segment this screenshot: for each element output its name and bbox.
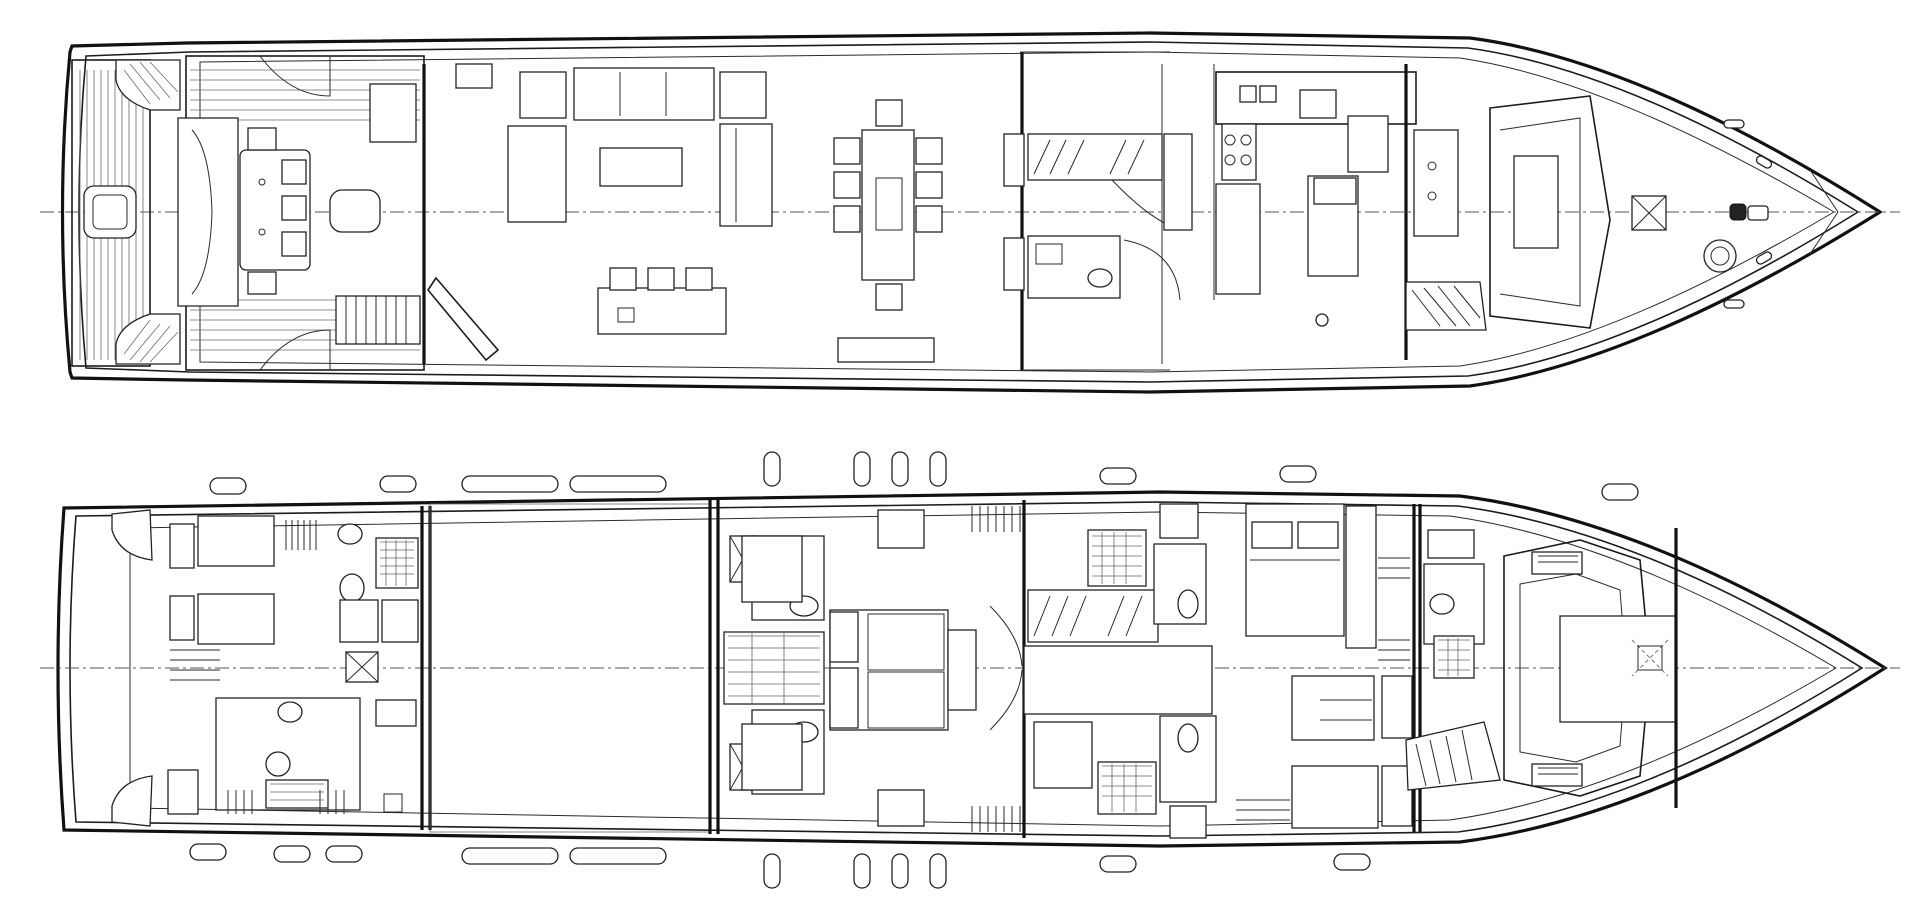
lower-stair <box>1027 589 1159 643</box>
day-head <box>1027 235 1121 299</box>
guest-heads <box>741 503 1217 839</box>
main-deck-hull-outline <box>60 31 1884 394</box>
pilothouse <box>1404 64 1611 360</box>
portholes <box>189 451 1639 889</box>
pilothouse-settee <box>1405 281 1487 331</box>
main-deck-view <box>40 31 1900 394</box>
forward-berth <box>1559 615 1677 723</box>
salon-bar <box>597 287 727 335</box>
salon-sofa-port <box>507 125 567 223</box>
galley <box>1213 64 1417 327</box>
lower-deck-hull-outline <box>56 490 1888 848</box>
helm-console <box>1413 129 1459 237</box>
salon-coffee-table <box>599 147 683 187</box>
swim-platform <box>71 59 151 367</box>
forward-stair <box>1405 721 1501 791</box>
lower-corridor <box>1023 645 1213 715</box>
flybridge-stair <box>335 295 421 345</box>
lower-deck-view <box>40 451 1900 889</box>
main-stair-down <box>1027 133 1163 181</box>
aft-u-sofa <box>177 117 239 307</box>
forward-cabin <box>1405 528 1678 808</box>
anchor-windlass <box>1703 239 1737 273</box>
crew-quarters <box>111 509 419 827</box>
guest-cabins <box>1236 503 1413 829</box>
dining-table <box>861 129 915 281</box>
main-salon <box>455 63 943 363</box>
salon-sofa-starboard <box>719 123 773 227</box>
